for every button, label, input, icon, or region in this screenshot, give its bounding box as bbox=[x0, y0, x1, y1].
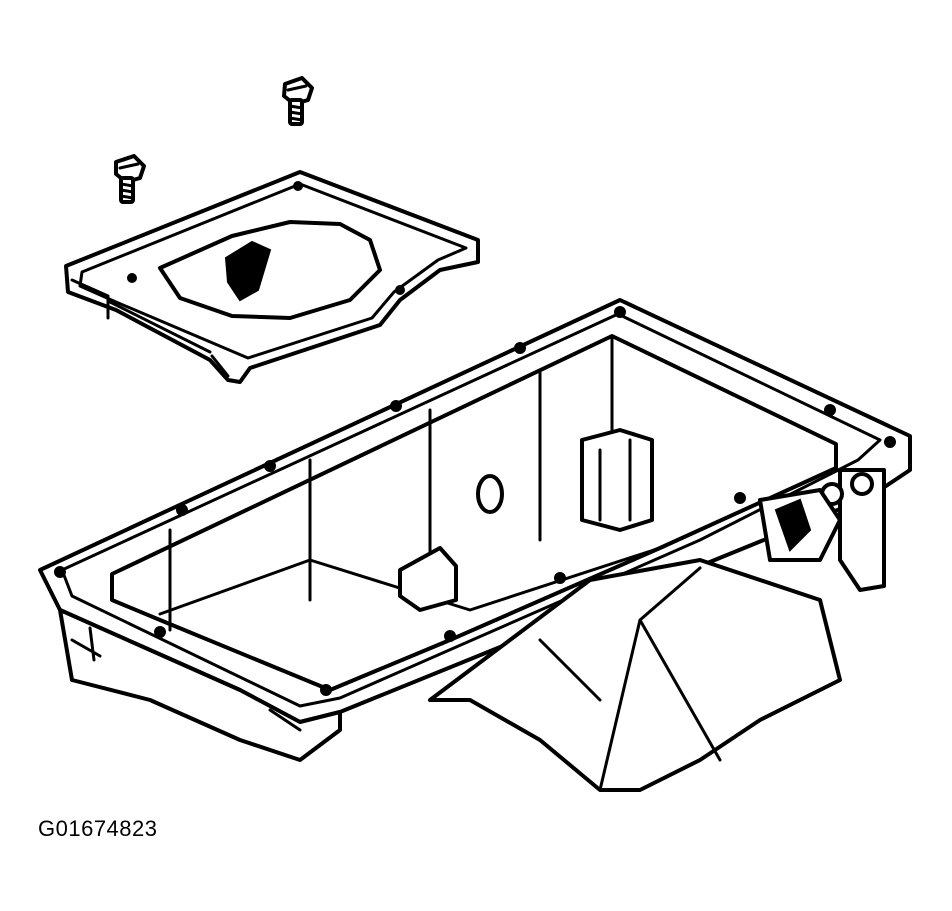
bolt-icon bbox=[114, 154, 146, 204]
figure-code-label: G01674823 bbox=[38, 816, 158, 841]
baffle-plate bbox=[64, 170, 480, 384]
bolt-icon bbox=[282, 76, 314, 126]
oil-pan bbox=[38, 298, 912, 792]
